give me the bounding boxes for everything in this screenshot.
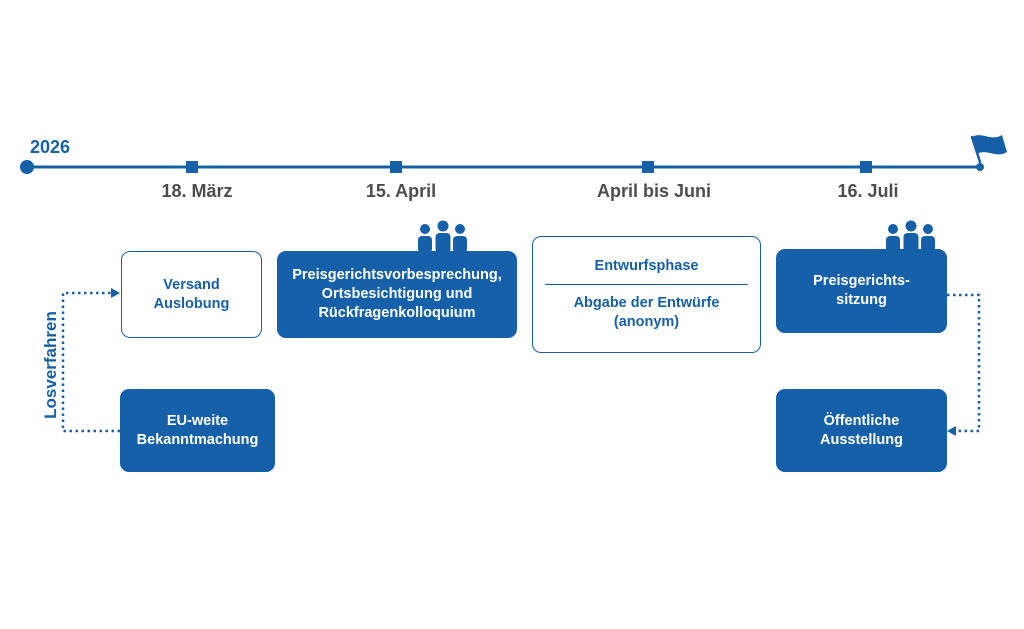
entwurfsphase-title: Entwurfsphase bbox=[594, 258, 699, 274]
people-icon bbox=[886, 220, 935, 253]
entwurfsphase-box: Entwurfsphase Abgabe der Entwürfe (anony… bbox=[532, 236, 761, 353]
date-july: 16. Juli bbox=[837, 181, 899, 201]
losverfahren-label: Losverfahren bbox=[41, 311, 60, 419]
timeline-marker-april bbox=[390, 161, 402, 173]
entwurfsphase-line2: (anonym) bbox=[613, 314, 680, 330]
timeline-start-dot bbox=[20, 160, 34, 174]
ausstellung-box: Öffentliche Ausstellung bbox=[776, 389, 947, 472]
versand-auslobung-box: Versand Auslobung bbox=[121, 251, 262, 338]
eu-bekanntmachung-line2: Bekanntmachung bbox=[136, 431, 259, 448]
ausstellung-line1: Öffentliche bbox=[823, 412, 900, 429]
eu-bekanntmachung-box: EU-weite Bekanntmachung bbox=[120, 389, 275, 472]
eu-bekanntmachung-line1: EU-weite bbox=[166, 412, 229, 429]
entwurfsphase-divider bbox=[545, 284, 748, 285]
entwurfsphase-line1: Abgabe der Entwürfe bbox=[573, 295, 720, 311]
people-icon bbox=[418, 220, 467, 253]
ausstellung-connector bbox=[947, 293, 981, 436]
preisgerichtsvorbesprechung-line3: Rückfragenkolloquium bbox=[318, 305, 476, 321]
timeline-marker-april-june bbox=[642, 161, 654, 173]
flag-icon bbox=[970, 135, 1007, 164]
preisgerichtsvorbesprechung-line2: Ortsbesichtigung und bbox=[321, 286, 473, 302]
preisgerichtssitzung-line1: Preisgerichts- bbox=[813, 273, 910, 289]
preisgerichtssitzung-line2: sitzung bbox=[836, 292, 887, 308]
timeline-end-dot bbox=[976, 163, 984, 171]
timeline-marker-march bbox=[186, 161, 198, 173]
timeline-year: 2026 bbox=[30, 137, 71, 157]
ausstellung-line2: Ausstellung bbox=[820, 431, 903, 448]
date-april: 15. April bbox=[365, 181, 437, 201]
preisgerichtssitzung-box: Preisgerichts- sitzung bbox=[776, 249, 947, 333]
versand-line2: Auslobung bbox=[153, 295, 230, 312]
preisgerichtsvorbesprechung-box: Preisgerichtsvorbesprechung, Ortsbesicht… bbox=[277, 251, 517, 338]
timeline-marker-july bbox=[860, 161, 872, 173]
versand-line1: Versand bbox=[163, 276, 220, 293]
losverfahren-connector bbox=[61, 288, 120, 433]
date-april-june: April bis Juni bbox=[596, 181, 712, 201]
date-march: 18. März bbox=[161, 181, 233, 201]
preisgerichtsvorbesprechung-line1: Preisgerichtsvorbesprechung, bbox=[292, 267, 502, 283]
